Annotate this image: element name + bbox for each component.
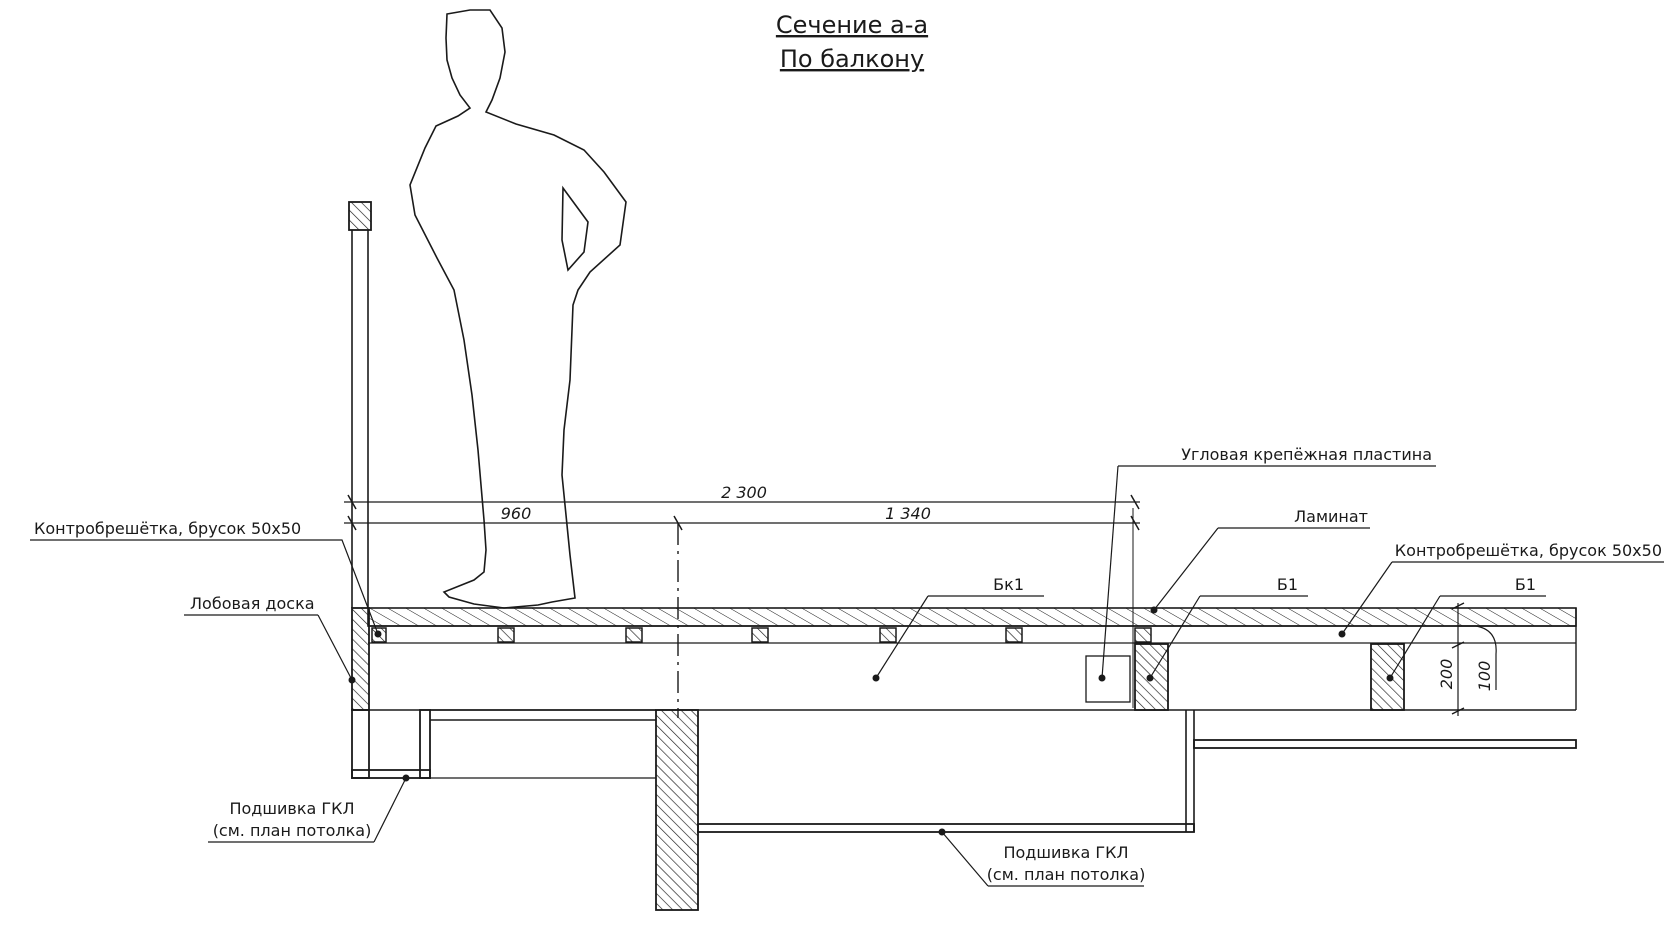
right-ceiling-board [1193,739,1577,749]
dimension-tick [1130,494,1140,510]
batten [1005,627,1023,643]
railing-cap [348,201,372,231]
dimension-100: 100 [1475,661,1494,692]
label-bk1: Бк1 [993,575,1024,594]
label-b1-second: Б1 [1515,575,1536,594]
dimension-tick [1451,641,1465,649]
batten [497,627,515,643]
wall [655,709,699,911]
dimension-tick [347,515,357,531]
batten [1134,627,1152,643]
leader-line [317,614,353,681]
corner-plate [1085,655,1131,703]
leader-dot [1150,606,1158,614]
label-counter-batten-right: Контробрешётка, брусок 50х50 [1395,541,1662,560]
laminate-layer [367,607,1577,627]
dimension-total: 2 300 [721,483,767,502]
fascia-board [351,607,370,711]
leader-dot [938,828,946,836]
label-gkl-right-line1: Подшивка ГКЛ [1003,843,1128,862]
section-subtitle: По балкону [780,45,924,73]
leader-line [941,831,989,887]
leader-dot [348,676,356,684]
right-soffit-board [697,823,1195,833]
dimension-200: 200 [1437,659,1456,690]
leader-line [1149,595,1201,679]
left-soffit-bottom [351,769,431,779]
leader-line [1341,561,1393,635]
leader-dot [1098,674,1106,682]
leader-line [875,595,929,679]
section-title: Сечение а-а [776,11,928,39]
person-arm [561,185,589,272]
leader-line [296,539,379,635]
left-soffit-post [351,709,370,779]
leader-dot [1386,674,1394,682]
dimension-left: 960 [501,504,532,523]
label-gkl-left-line2: (см. план потолка) [213,821,372,840]
label-gkl-left-line1: Подшивка ГКЛ [229,799,354,818]
leader-dot [374,630,382,638]
dimension-tick [1130,515,1140,531]
leader-dot [402,774,410,782]
batten [879,627,897,643]
dimension-tick [1451,602,1465,610]
dimension-tick [1451,707,1465,715]
label-b1-first: Б1 [1277,575,1298,594]
leader-dot [1146,674,1154,682]
leader-line [1153,527,1219,611]
label-gkl-right-line2: (см. план потолка) [987,865,1146,884]
label-corner-plate: Угловая крепёжная пластина [1181,445,1432,464]
batten [751,627,769,643]
batten [625,627,643,643]
leader-line [1389,595,1441,679]
left-soffit-side [419,709,431,779]
dimension-tick [347,494,357,510]
label-counter-batten-left: Контробрешётка, брусок 50х50 [34,519,301,538]
leader-dot [1338,630,1346,638]
leader-line [1101,465,1119,679]
dimension-right: 1 340 [885,504,931,523]
label-laminate: Ламинат [1294,507,1368,526]
leader-line [373,777,407,843]
dimension-curve [1458,625,1497,690]
label-fascia-board: Лобовая доска [190,594,315,613]
person-silhouette [409,9,627,609]
leader-dot [872,674,880,682]
